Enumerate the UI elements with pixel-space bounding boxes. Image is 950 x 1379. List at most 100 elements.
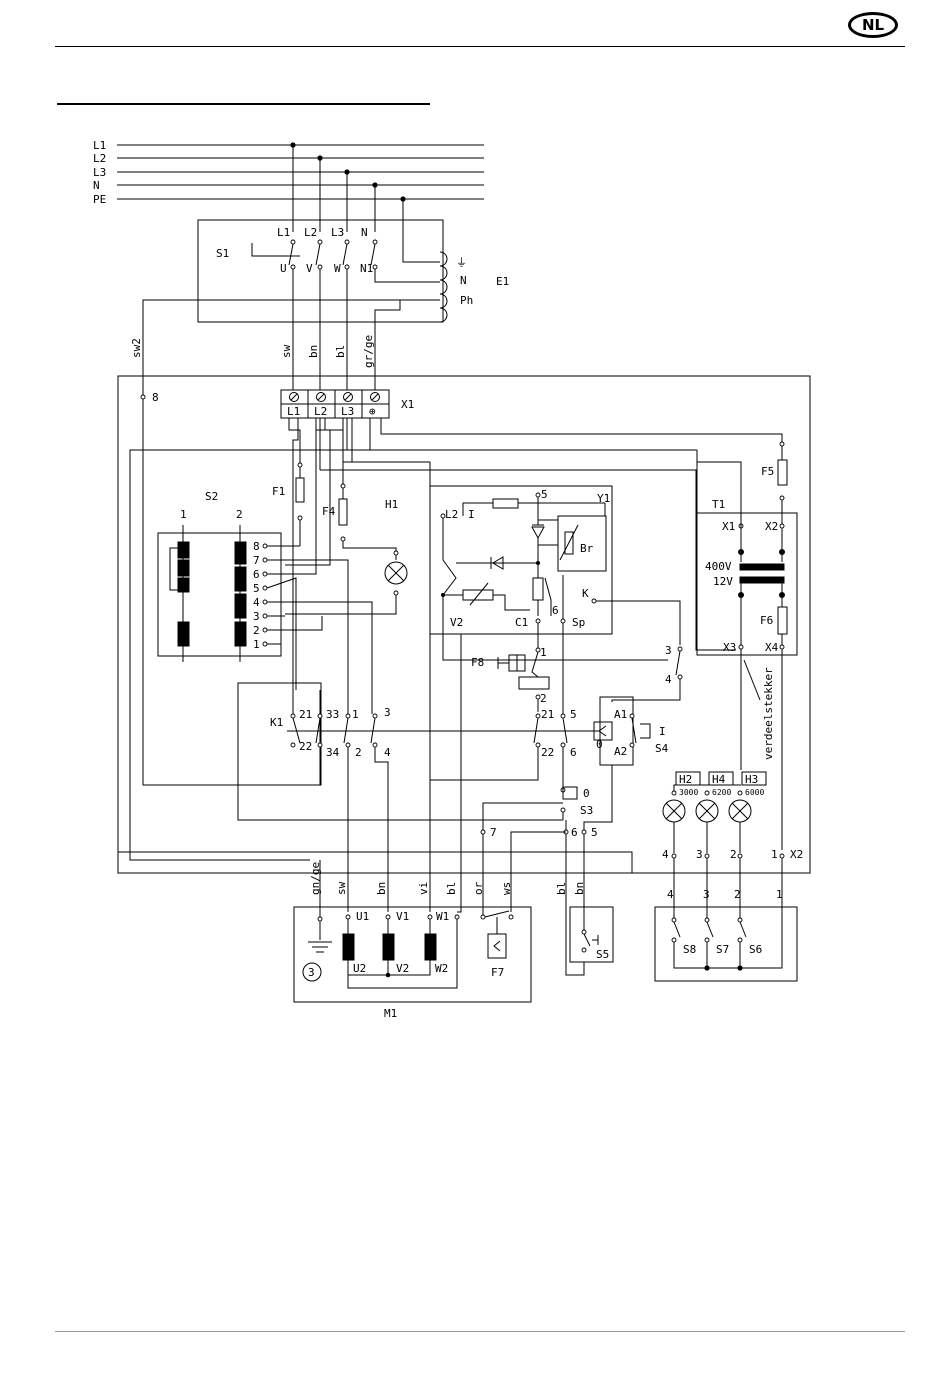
- x2-connector: 4 3 2 1 X2: [118, 848, 803, 918]
- label-s3: S3: [580, 804, 593, 817]
- label-s7: S7: [716, 943, 729, 956]
- s2-col-2: 2: [236, 508, 243, 521]
- k1-pin-4: 4: [384, 746, 391, 759]
- label-f7: F7: [491, 966, 504, 979]
- header-rule: [55, 46, 905, 47]
- transformer-t1: F5 T1 X1 X2 400V 12V F6 X3 X4 verdeelste…: [696, 441, 798, 850]
- mains-label-l1: L1: [93, 139, 106, 152]
- s2-pin-5: 5: [253, 582, 260, 595]
- label-f4: F4: [322, 505, 336, 518]
- motor-phase-3: 3: [308, 966, 315, 979]
- s4-pin-6: 6: [570, 746, 577, 759]
- lamp-h4-value: 6200: [712, 788, 731, 797]
- label-s5: S5: [596, 948, 609, 961]
- label-f8: F8: [471, 656, 484, 669]
- x1-term-l2: L2: [314, 405, 327, 418]
- y1-label-k: K: [582, 587, 589, 600]
- s2-pin-8: 8: [253, 540, 260, 553]
- label-verdeelstekker: verdeelstekker: [762, 667, 775, 760]
- x2-pin-3: 3: [696, 848, 703, 861]
- y1-label-6: 6: [552, 604, 559, 617]
- machine-enclosure: [117, 375, 811, 874]
- motor-u1: U1: [356, 910, 369, 923]
- wire-color-sw2: sw2: [130, 338, 143, 358]
- motor-v1: V1: [396, 910, 409, 923]
- switch-pin-4: 4: [667, 888, 674, 901]
- x2-pin-2: 2: [730, 848, 737, 861]
- label-s2: S2: [205, 490, 218, 503]
- lamp-icon: [662, 799, 686, 823]
- label-f6: F6: [760, 614, 773, 627]
- motor-w2: W2: [435, 962, 448, 975]
- t1-label-400v: 400V: [705, 560, 732, 573]
- k1-pin-22: 22: [299, 740, 312, 753]
- s4-pin-a2: A2: [614, 745, 627, 758]
- s2-pin-2: 2: [253, 624, 260, 637]
- earth-icon: ⏚: [456, 256, 467, 269]
- lamp-h1: H1: [285, 498, 408, 615]
- mains-bus: L1 L2 L3 N PE: [93, 139, 484, 263]
- y1-label-br: Br: [580, 542, 594, 555]
- f8-pin-2: 2: [540, 692, 547, 705]
- label-m1: M1: [384, 1007, 397, 1020]
- label-h4: H4: [712, 773, 726, 786]
- k1-pin-1: 1: [352, 708, 359, 721]
- s3-pin-7: 7: [490, 826, 497, 839]
- wire-color-ws: ws: [500, 882, 513, 895]
- lamp-icon: [728, 799, 752, 823]
- s2-col-1: 1: [180, 508, 187, 521]
- s1-term-n1: N1: [360, 262, 373, 275]
- y1-brake-module: Y1 L2 I 5 Br K V2 C1 6 S: [429, 462, 681, 645]
- s1-term-u: U: [280, 262, 287, 275]
- label-s1: S1: [216, 247, 229, 260]
- wire-color-bl-s5: bl: [555, 882, 568, 895]
- label-y1: Y1: [597, 492, 610, 505]
- transformer-side-contact: 3 4: [442, 634, 683, 702]
- pin-8-label: 8: [152, 391, 159, 404]
- wire-color-bl-bottom: bl: [445, 882, 458, 895]
- s1-term-v: V: [306, 262, 313, 275]
- e1-label-ph: Ph: [460, 294, 473, 307]
- wire-color-gnge: gn/ge: [309, 862, 322, 895]
- s2-pin-1: 1: [253, 638, 260, 651]
- mains-label-n: N: [93, 179, 100, 192]
- s1-term-l1: L1: [277, 226, 290, 239]
- t1-label-x3: X3: [723, 641, 736, 654]
- wire-color-bn: bn: [307, 345, 320, 358]
- s4-pin-a1: A1: [614, 708, 627, 721]
- switch-pin-1: 1: [776, 888, 783, 901]
- s3-label-0: 0: [583, 787, 590, 800]
- motor-m1: M1 3 U1 V1 W1 U2 V2 W2: [293, 780, 532, 1020]
- y1-label-l2: L2: [445, 508, 458, 521]
- f8-pin-1: 1: [540, 646, 547, 659]
- label-t1: T1: [712, 498, 725, 511]
- s1-term-l3: L3: [331, 226, 344, 239]
- s3-pin-5: 5: [591, 826, 598, 839]
- wire-color-grge: gr/ge: [362, 335, 375, 368]
- mains-label-pe: PE: [93, 193, 106, 206]
- label-h1: H1: [385, 498, 398, 511]
- s1-term-n: N: [361, 226, 368, 239]
- fuse-f4: F4: [322, 483, 397, 560]
- k1-pin-33: 33: [326, 708, 339, 721]
- title-rule: [57, 103, 430, 105]
- y1-label-sp: Sp: [572, 616, 585, 629]
- k1-pin-2: 2: [355, 746, 362, 759]
- earth-terminal-icon: ⊕: [369, 405, 376, 418]
- y1-label-v2: V2: [450, 616, 463, 629]
- x2-pin-1: 1: [771, 848, 778, 861]
- mains-label-l2: L2: [93, 152, 106, 165]
- s4-pin-22: 22: [541, 746, 554, 759]
- x2-pin-4: 4: [662, 848, 669, 861]
- lamp-icon: [695, 799, 719, 823]
- s2-pin-4: 4: [253, 596, 260, 609]
- t1-label-x4: X4: [765, 641, 779, 654]
- x1-term-l3: L3: [341, 405, 354, 418]
- label-s6: S6: [749, 943, 762, 956]
- s1-term-l2: L2: [304, 226, 317, 239]
- indicator-lamps: H2 H4 H3 3000 6200 6000: [662, 771, 767, 853]
- wire-color-or: or: [472, 881, 485, 895]
- wire-color-sw-bottom: sw: [335, 881, 348, 895]
- label-h3: H3: [745, 773, 758, 786]
